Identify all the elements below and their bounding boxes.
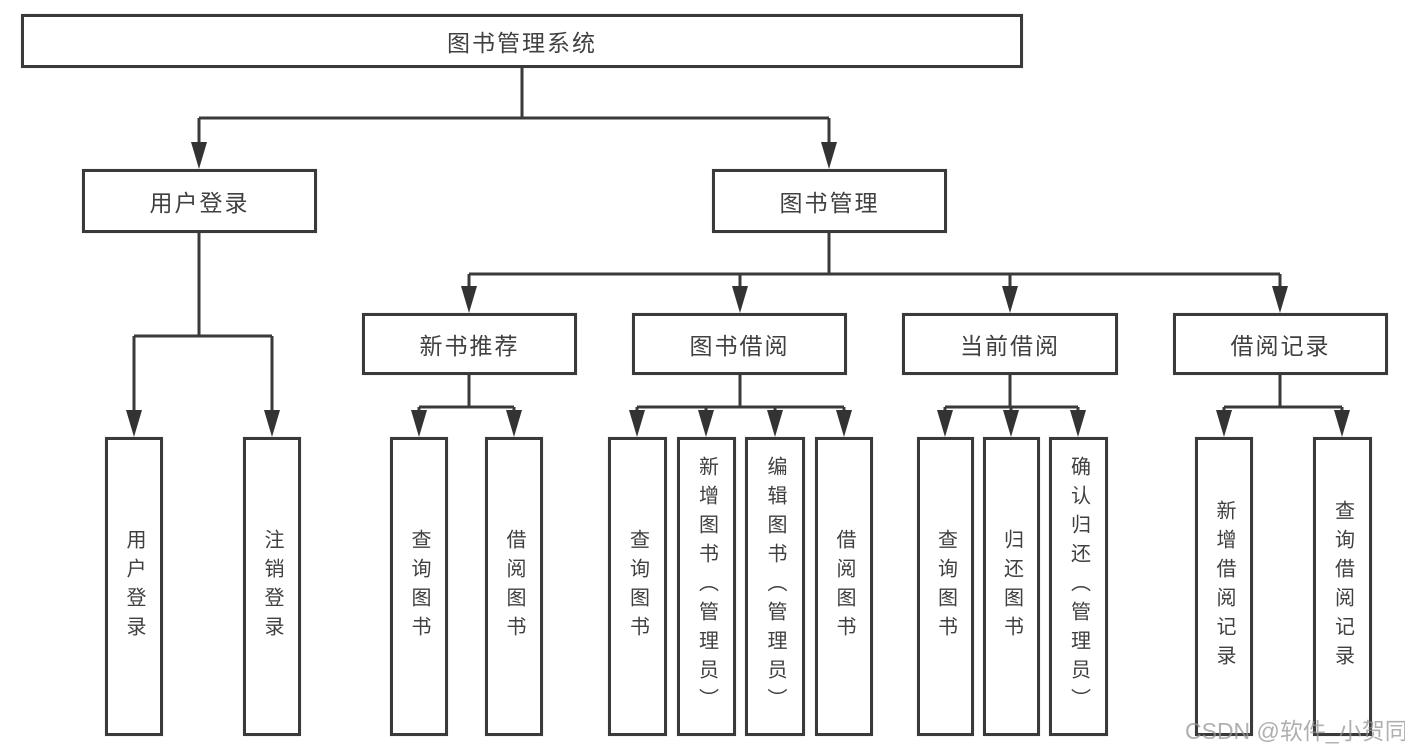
- node-leaf-query-books-recommend: 查询图书: [390, 437, 448, 736]
- node-user-login: 用户登录: [82, 169, 317, 233]
- arrowheads: [126, 142, 1350, 437]
- node-leaf-add-borrow-record: 新增借阅记录: [1195, 437, 1253, 736]
- node-new-book-recommend: 新书推荐: [362, 313, 577, 375]
- node-root-library-system: 图书管理系统: [21, 14, 1023, 68]
- node-leaf-user-login: 用户登录: [105, 437, 163, 736]
- node-book-borrowing: 图书借阅: [632, 313, 847, 375]
- node-leaf-confirm-return-admin: 确认归还（管理员）: [1049, 437, 1108, 736]
- node-current-borrowing: 当前借阅: [902, 313, 1118, 375]
- node-leaf-edit-books-admin: 编辑图书（管理员）: [745, 437, 805, 736]
- node-leaf-borrow-books: 借阅图书: [815, 437, 873, 736]
- csdn-watermark: CSDN @软件_小贺同学: [1185, 718, 1405, 744]
- node-leaf-borrow-books-recommend: 借阅图书: [485, 437, 543, 736]
- node-leaf-logout: 注销登录: [243, 437, 301, 736]
- node-leaf-add-books-admin: 新增图书（管理员）: [677, 437, 736, 736]
- node-leaf-query-borrow-record: 查询借阅记录: [1313, 437, 1372, 736]
- node-borrowing-records: 借阅记录: [1173, 313, 1388, 375]
- node-book-management: 图书管理: [712, 169, 947, 233]
- node-leaf-return-books: 归还图书: [983, 437, 1040, 736]
- node-leaf-query-books-borrowing: 查询图书: [608, 437, 667, 736]
- node-leaf-query-books-current: 查询图书: [917, 437, 974, 736]
